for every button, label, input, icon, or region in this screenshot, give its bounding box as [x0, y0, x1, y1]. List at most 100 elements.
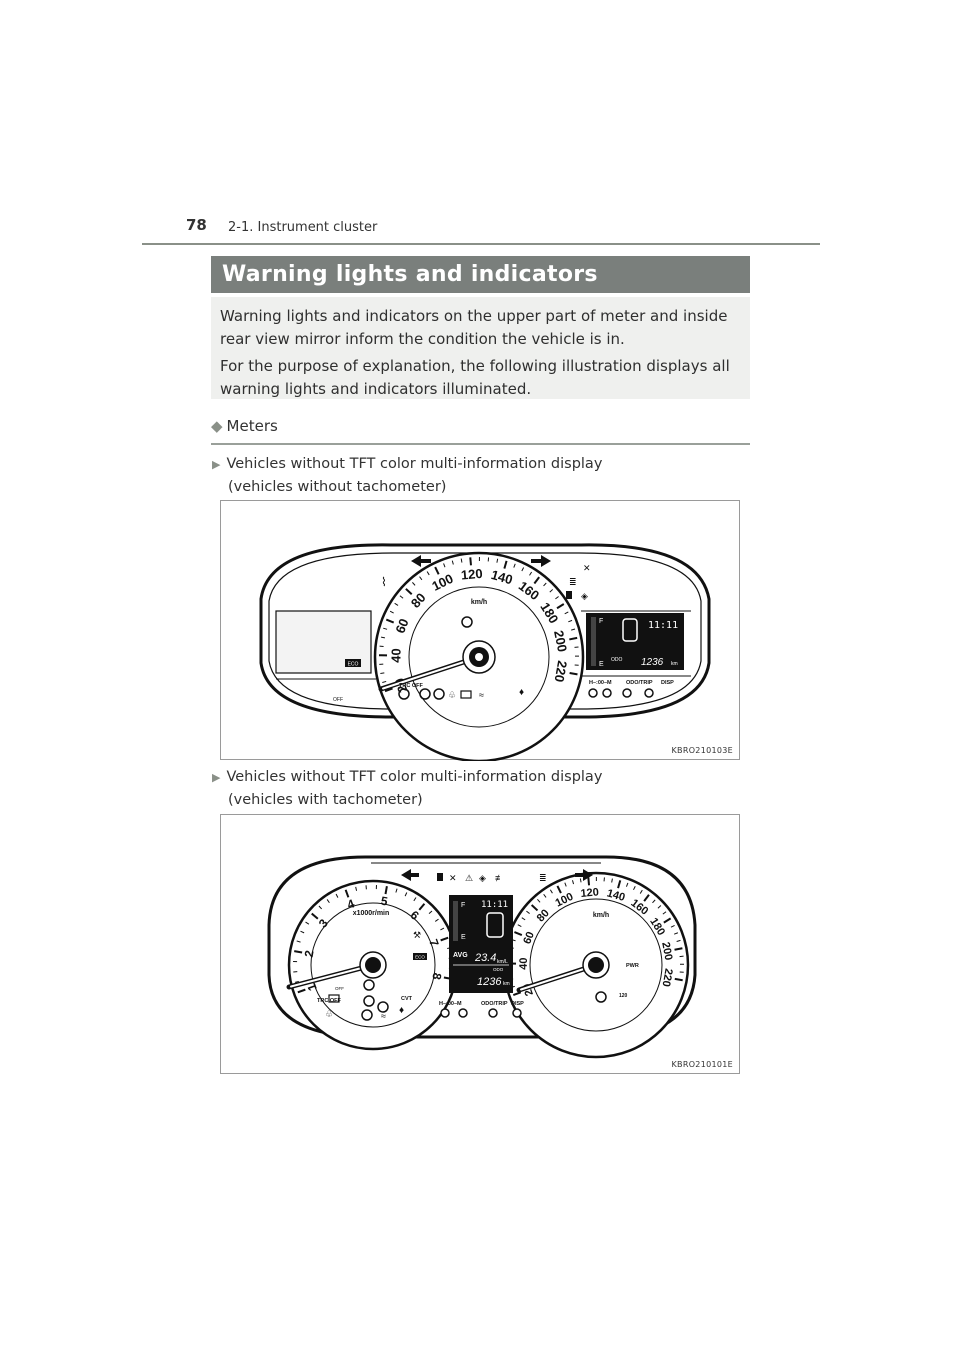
disp-button [644, 688, 654, 698]
speed-major-tick [385, 618, 395, 624]
speed-tick-label: 120 [460, 566, 483, 583]
tach-minor-tick [305, 921, 310, 925]
speed-minor-tick [529, 571, 533, 576]
maintenance-wrench-icon: ⚒ [413, 930, 421, 940]
tach-major-tick [418, 903, 426, 911]
tach-minor-tick [440, 927, 445, 931]
fog-light-indicator-icon: ✕ [449, 873, 457, 883]
left-turn-signal-icon [401, 869, 419, 881]
check-engine-icon: ♧ [448, 690, 456, 700]
section-title: Warning lights and indicators [211, 256, 750, 293]
odo-value: 1236 [477, 976, 502, 988]
brake-warning-icon [419, 688, 431, 700]
speed-minor-tick [443, 563, 446, 568]
brake-warning-icon [363, 995, 375, 1007]
lcd-clock: 11:11 [481, 900, 508, 910]
speed-minor-tick [382, 680, 387, 683]
fog-light-indicator-icon: ✕ [583, 563, 591, 573]
tach-major-tick [440, 936, 449, 942]
speed-minor-tick [513, 563, 516, 568]
odo-unit: km [503, 981, 510, 987]
speed-tick-label: 40 [388, 648, 403, 663]
arrow-icon: ▶ [212, 458, 221, 471]
eco-indicator-icon [413, 953, 427, 960]
fuel-empty-label: E [461, 934, 466, 941]
speed-tick-label: 120 [580, 886, 599, 900]
speed-major-tick [503, 560, 508, 569]
odo-label: ODO [493, 967, 504, 972]
lcd-display [449, 895, 513, 993]
speed-minor-tick [571, 628, 576, 631]
speed-tick-marks [507, 876, 685, 997]
speed-major-tick [556, 603, 565, 610]
tach-unit-label: x1000r/min [353, 910, 390, 917]
speed-minor-tick [611, 878, 613, 883]
low-fuel-warning-icon [437, 873, 443, 881]
fuel-empty-label: E [599, 661, 604, 668]
parking-brake-icon [363, 979, 375, 991]
tach-tick-label: 4 [345, 896, 356, 912]
seatbelt-reminder-icon: ♦ [519, 687, 524, 698]
subsection-rule [211, 443, 750, 445]
fuel-gauge-bars [453, 901, 458, 941]
arrow-icon: ▶ [212, 771, 221, 784]
disp-button-label: DISP [511, 1001, 524, 1007]
intro-paragraph-2: For the purpose of explanation, the foll… [220, 357, 730, 398]
speed-tick-label: 200 [551, 629, 570, 653]
speed-major-tick [514, 931, 523, 936]
figure-2-code: KBRO210101E [671, 1060, 733, 1069]
speed-minor-tick [639, 889, 643, 894]
speed-tick-label: 220 [552, 659, 571, 683]
tach-minor-tick [294, 980, 299, 983]
parking-brake-icon [461, 616, 473, 628]
odo-label: ODO [611, 657, 623, 663]
speed-minor-tick [383, 627, 388, 630]
door-status-car-icon [622, 618, 638, 642]
speed-minor-tick [652, 899, 656, 904]
warning-triangle-icon: ⚠ [465, 873, 473, 883]
speed-major-tick [384, 687, 393, 693]
speed-major-tick [674, 947, 683, 951]
speed-minor-tick [633, 886, 636, 891]
speed-tick-label: 200 [659, 941, 674, 961]
fuel-full-label: F [461, 902, 465, 909]
vsc-off-label: OFF [333, 697, 343, 703]
speed-minor-tick [543, 582, 547, 587]
speed-minor-tick [549, 889, 553, 894]
disp-button [512, 1008, 522, 1018]
tach-tick-label: 8 [429, 972, 444, 981]
speed-major-tick [674, 977, 683, 982]
rear-fog-indicator-icon: ≢ [495, 873, 504, 883]
tach-minor-tick [434, 918, 439, 922]
speed-tick-label: 140 [605, 887, 626, 904]
speed-major-tick [469, 557, 472, 566]
oil-pressure-warning-icon: ≈ [479, 690, 484, 700]
tach-major-tick [344, 889, 350, 898]
vsc-off-label: OFF [335, 986, 344, 991]
abs-warning-icon [398, 688, 410, 700]
door-open-warning-icon: ◈ [479, 873, 486, 883]
speed-tick-label: 140 [489, 567, 514, 587]
speed-major-tick [643, 894, 650, 902]
tach-minor-tick [326, 899, 330, 904]
speed-minor-tick [380, 672, 385, 674]
speed-minor-tick [625, 882, 629, 887]
fuel-full-label: F [599, 618, 603, 625]
odo-trip-button-label: ODO/TRIP [626, 680, 653, 686]
speed-unit-label: km/h [471, 599, 487, 606]
figure-2-caption-line2: (vehicles with tachometer) [228, 792, 423, 808]
tach-minor-tick [355, 886, 358, 891]
tach-minor-tick [318, 905, 323, 910]
speed-tick-marks [378, 556, 580, 693]
speed-minor-tick [579, 878, 582, 883]
speed-minor-tick [521, 567, 525, 572]
eco-label: ECO [348, 662, 359, 668]
tach-tick-label: 2 [302, 949, 317, 958]
speed-tick-label: 60 [392, 616, 411, 635]
avg-unit: km/L [497, 959, 508, 965]
lcd-clock: 11:11 [648, 620, 678, 631]
speed-minor-tick [549, 589, 554, 593]
tach-major-tick [297, 988, 306, 994]
speed-minor-tick [543, 893, 547, 898]
